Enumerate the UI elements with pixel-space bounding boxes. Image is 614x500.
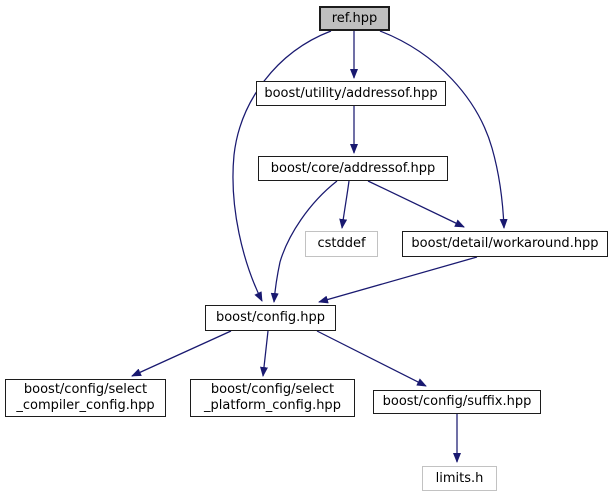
edge-core-to-cstddef	[339, 180, 350, 229]
node-boost-config-suffix-hpp[interactable]: boost/config/suffix.hpp	[373, 390, 541, 414]
node-cstddef: cstddef	[305, 231, 378, 257]
node-boost-core-addressof-hpp[interactable]: boost/core/addressof.hpp	[258, 156, 448, 181]
node-label: boost/detail/workaround.hpp	[411, 236, 599, 251]
node-boost-detail-workaround-hpp[interactable]: boost/detail/workaround.hpp	[402, 231, 608, 257]
edge-config-to-select-platform	[260, 330, 269, 377]
node-label: limits.h	[435, 470, 484, 486]
node-label: boost/core/addressof.hpp	[270, 160, 436, 176]
edge-ref-to-detail-workaround	[379, 30, 508, 229]
node-boost-utility-addressof-hpp[interactable]: boost/utility/addressof.hpp	[256, 81, 446, 106]
edge-workaround-to-config	[318, 256, 478, 304]
edge-core-to-config	[270, 180, 338, 303]
node-label-line-1: boost/config/select	[23, 382, 148, 397]
node-label: ref.hpp	[331, 10, 378, 26]
node-label: cstddef	[317, 236, 366, 251]
node-label: boost/utility/addressof.hpp	[264, 85, 438, 101]
edge-ref-to-config	[232, 30, 332, 302]
node-limits-h: limits.h	[422, 466, 497, 491]
node-label-line-1: boost/config/select	[210, 382, 335, 397]
node-label: boost/config.hpp	[215, 310, 326, 325]
node-boost-config-select-compiler-config-hpp[interactable]: boost/config/select _compiler_config.hpp	[5, 379, 166, 417]
edge-config-to-suffix	[316, 330, 427, 387]
node-label-line-2: _compiler_config.hpp	[16, 398, 155, 413]
node-ref-hpp[interactable]: ref.hpp	[319, 6, 390, 31]
node-boost-config-select-platform-config-hpp[interactable]: boost/config/select _platform_config.hpp	[190, 379, 355, 417]
node-label-line-2: _platform_config.hpp	[204, 398, 341, 413]
edge-config-to-select-compiler	[131, 330, 232, 377]
edge-core-to-detail-workaround	[367, 180, 465, 228]
node-boost-config-hpp[interactable]: boost/config.hpp	[205, 305, 336, 331]
node-label: boost/config/suffix.hpp	[382, 394, 532, 409]
